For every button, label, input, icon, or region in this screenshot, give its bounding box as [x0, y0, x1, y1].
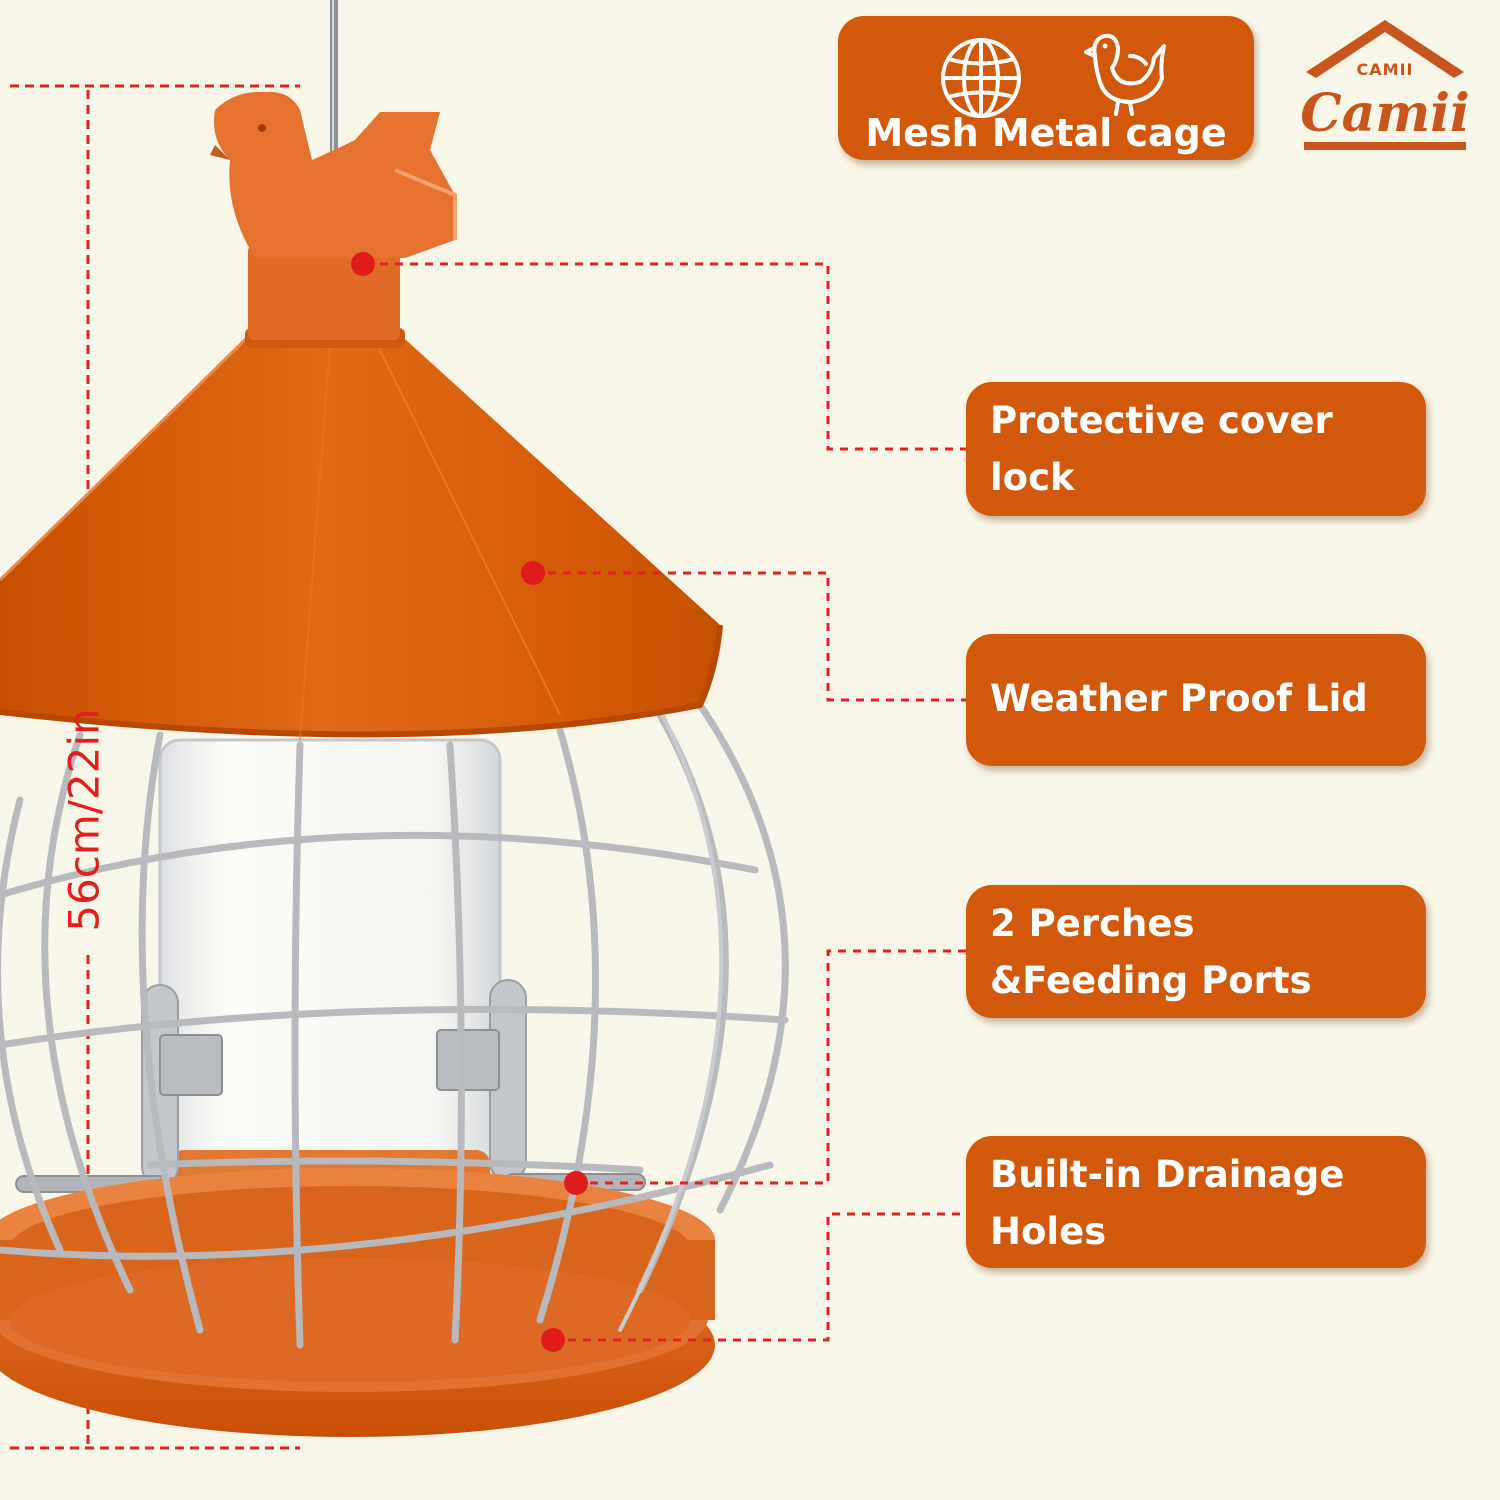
callout-line: &Feeding Ports [990, 959, 1312, 1002]
callout-leader-lines [365, 262, 966, 1342]
hanging-rod [330, 0, 338, 165]
weather-proof-lid [0, 328, 723, 741]
callout-label: Protective cover lock [990, 392, 1412, 506]
callout-line: Holes [990, 1210, 1107, 1253]
callout-drainage-holes: Built-in Drainage Holes [966, 1136, 1426, 1268]
height-dimension-label: 56cm/22in [59, 708, 109, 932]
house-logo-icon [1304, 20, 1466, 150]
brand-name: Camii [1300, 83, 1470, 144]
feeding-port-right [436, 979, 527, 1181]
brand-small-text: CAMII [1356, 60, 1414, 79]
callout-line: lock [990, 456, 1075, 499]
callout-protective-cover-lock: Protective cover lock [966, 382, 1426, 516]
bird-icon [1084, 33, 1166, 116]
callout-line: Protective cover [990, 399, 1333, 442]
callout-label: Built-in Drainage Holes [990, 1146, 1412, 1260]
callout-line: Weather Proof Lid [990, 677, 1368, 720]
mesh-metal-cage [0, 701, 789, 1349]
callout-label: 2 Perches &Feeding Ports [990, 895, 1412, 1009]
callout-perches-feeding-ports: 2 Perches &Feeding Ports [966, 885, 1426, 1018]
callout-weather-proof-lid: Weather Proof Lid [966, 634, 1426, 766]
callout-markers [351, 252, 588, 1352]
drainage-tray [0, 1168, 715, 1437]
globe-mesh-icon [941, 38, 1021, 118]
mesh-cage-badge: Mesh Metal cage [838, 16, 1254, 160]
callout-line: 2 Perches [990, 902, 1195, 945]
mesh-cage-label: Mesh Metal cage [865, 111, 1227, 155]
callout-label: Weather Proof Lid [990, 670, 1412, 727]
callout-line: Built-in Drainage [990, 1153, 1345, 1196]
feeding-port-left [141, 984, 223, 1186]
camii-logo: CAMII Camii [1298, 14, 1472, 160]
